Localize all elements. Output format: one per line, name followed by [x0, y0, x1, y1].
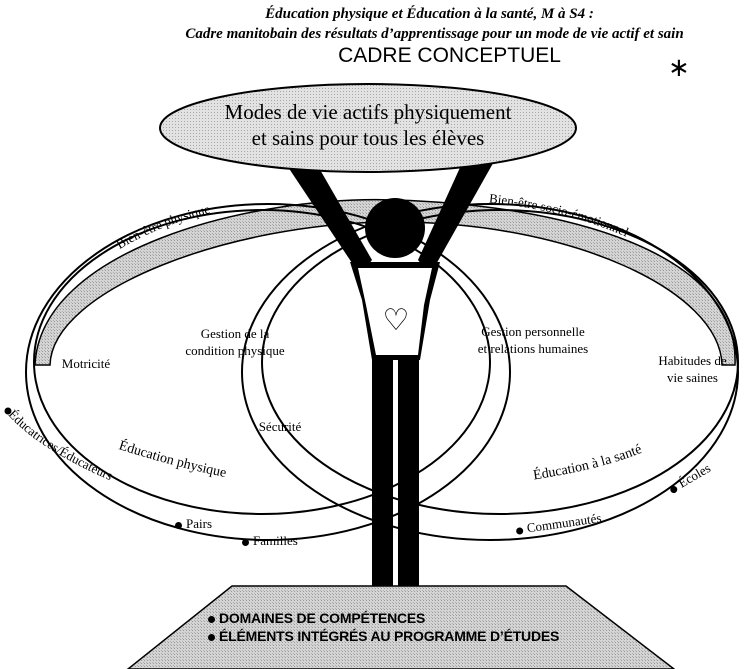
domain-safety: Sécurité [258, 419, 302, 434]
base-line-2-bullet [208, 633, 215, 641]
header-line-2: Cadre manitobain des résultats d’apprent… [185, 26, 684, 42]
svg-text:Éducatrices/Éducateurs: Éducatrices/Éducateurs [6, 407, 115, 483]
domain-personal-line-2: et relations humaines [477, 341, 589, 356]
base-line-1-label: DOMAINES DE COMPÉTENCES [219, 610, 426, 626]
partner-peers-label: Pairs [186, 516, 212, 531]
domain-healthy-habits-line-1: Habitudes de [658, 353, 727, 368]
program-label-phys-ed: Éducation physique [117, 437, 228, 481]
svg-text:Éducation physique: Éducation physique [117, 437, 228, 481]
heart-icon: ♡ [382, 304, 410, 337]
figure-chest [358, 268, 432, 355]
base-line-1: DOMAINES DE COMPÉTENCES [208, 610, 425, 626]
partner-peers-bullet [175, 521, 182, 529]
goal-line-1: Modes de vie actifs physiquement [224, 100, 512, 124]
partner-families-bullet [242, 538, 249, 546]
svg-text:Éducation à la santé: Éducation à la santé [532, 442, 644, 483]
asterisk-marker: ∗ [668, 52, 690, 82]
domain-motor-skills: Motricité [61, 356, 111, 371]
header-line-1: Éducation physique et Éducation à la san… [265, 6, 594, 22]
wellbeing-bands [34, 198, 736, 366]
partner-communities-bullet [515, 526, 524, 535]
partner-families-label: Familles [253, 533, 298, 548]
program-label-health-ed: Éducation à la santé [532, 442, 644, 483]
partner-peers: Pairs [175, 516, 212, 532]
diagram-title: CADRE CONCEPTUEL [338, 44, 561, 67]
partner-educators: Éducatrices/Éducateurs [6, 407, 115, 483]
partner-educators-bullet [4, 407, 12, 415]
base-line-1-bullet [208, 615, 215, 623]
student-figure [270, 128, 505, 593]
domain-fitness-line-1: Gestion de la [200, 326, 270, 341]
goal-line-2: et sains pour tous les élèves [251, 126, 485, 150]
partner-families: Familles [242, 533, 298, 549]
domain-personal-line-1: Gestion personnelle [481, 324, 585, 339]
base-line-2-label: ÉLÉMENTS INTÉGRÉS AU PROGRAMME D’ÉTUDES [219, 628, 560, 644]
goal-ellipse [159, 83, 577, 173]
base-line-2: ÉLÉMENTS INTÉGRÉS AU PROGRAMME D’ÉTUDES [208, 628, 559, 644]
base-platform [126, 585, 676, 669]
domain-fitness-line-2: condition physique [185, 343, 285, 358]
outer-rings [25, 203, 739, 541]
domain-healthy-habits-line-2: vie saines [667, 370, 718, 385]
